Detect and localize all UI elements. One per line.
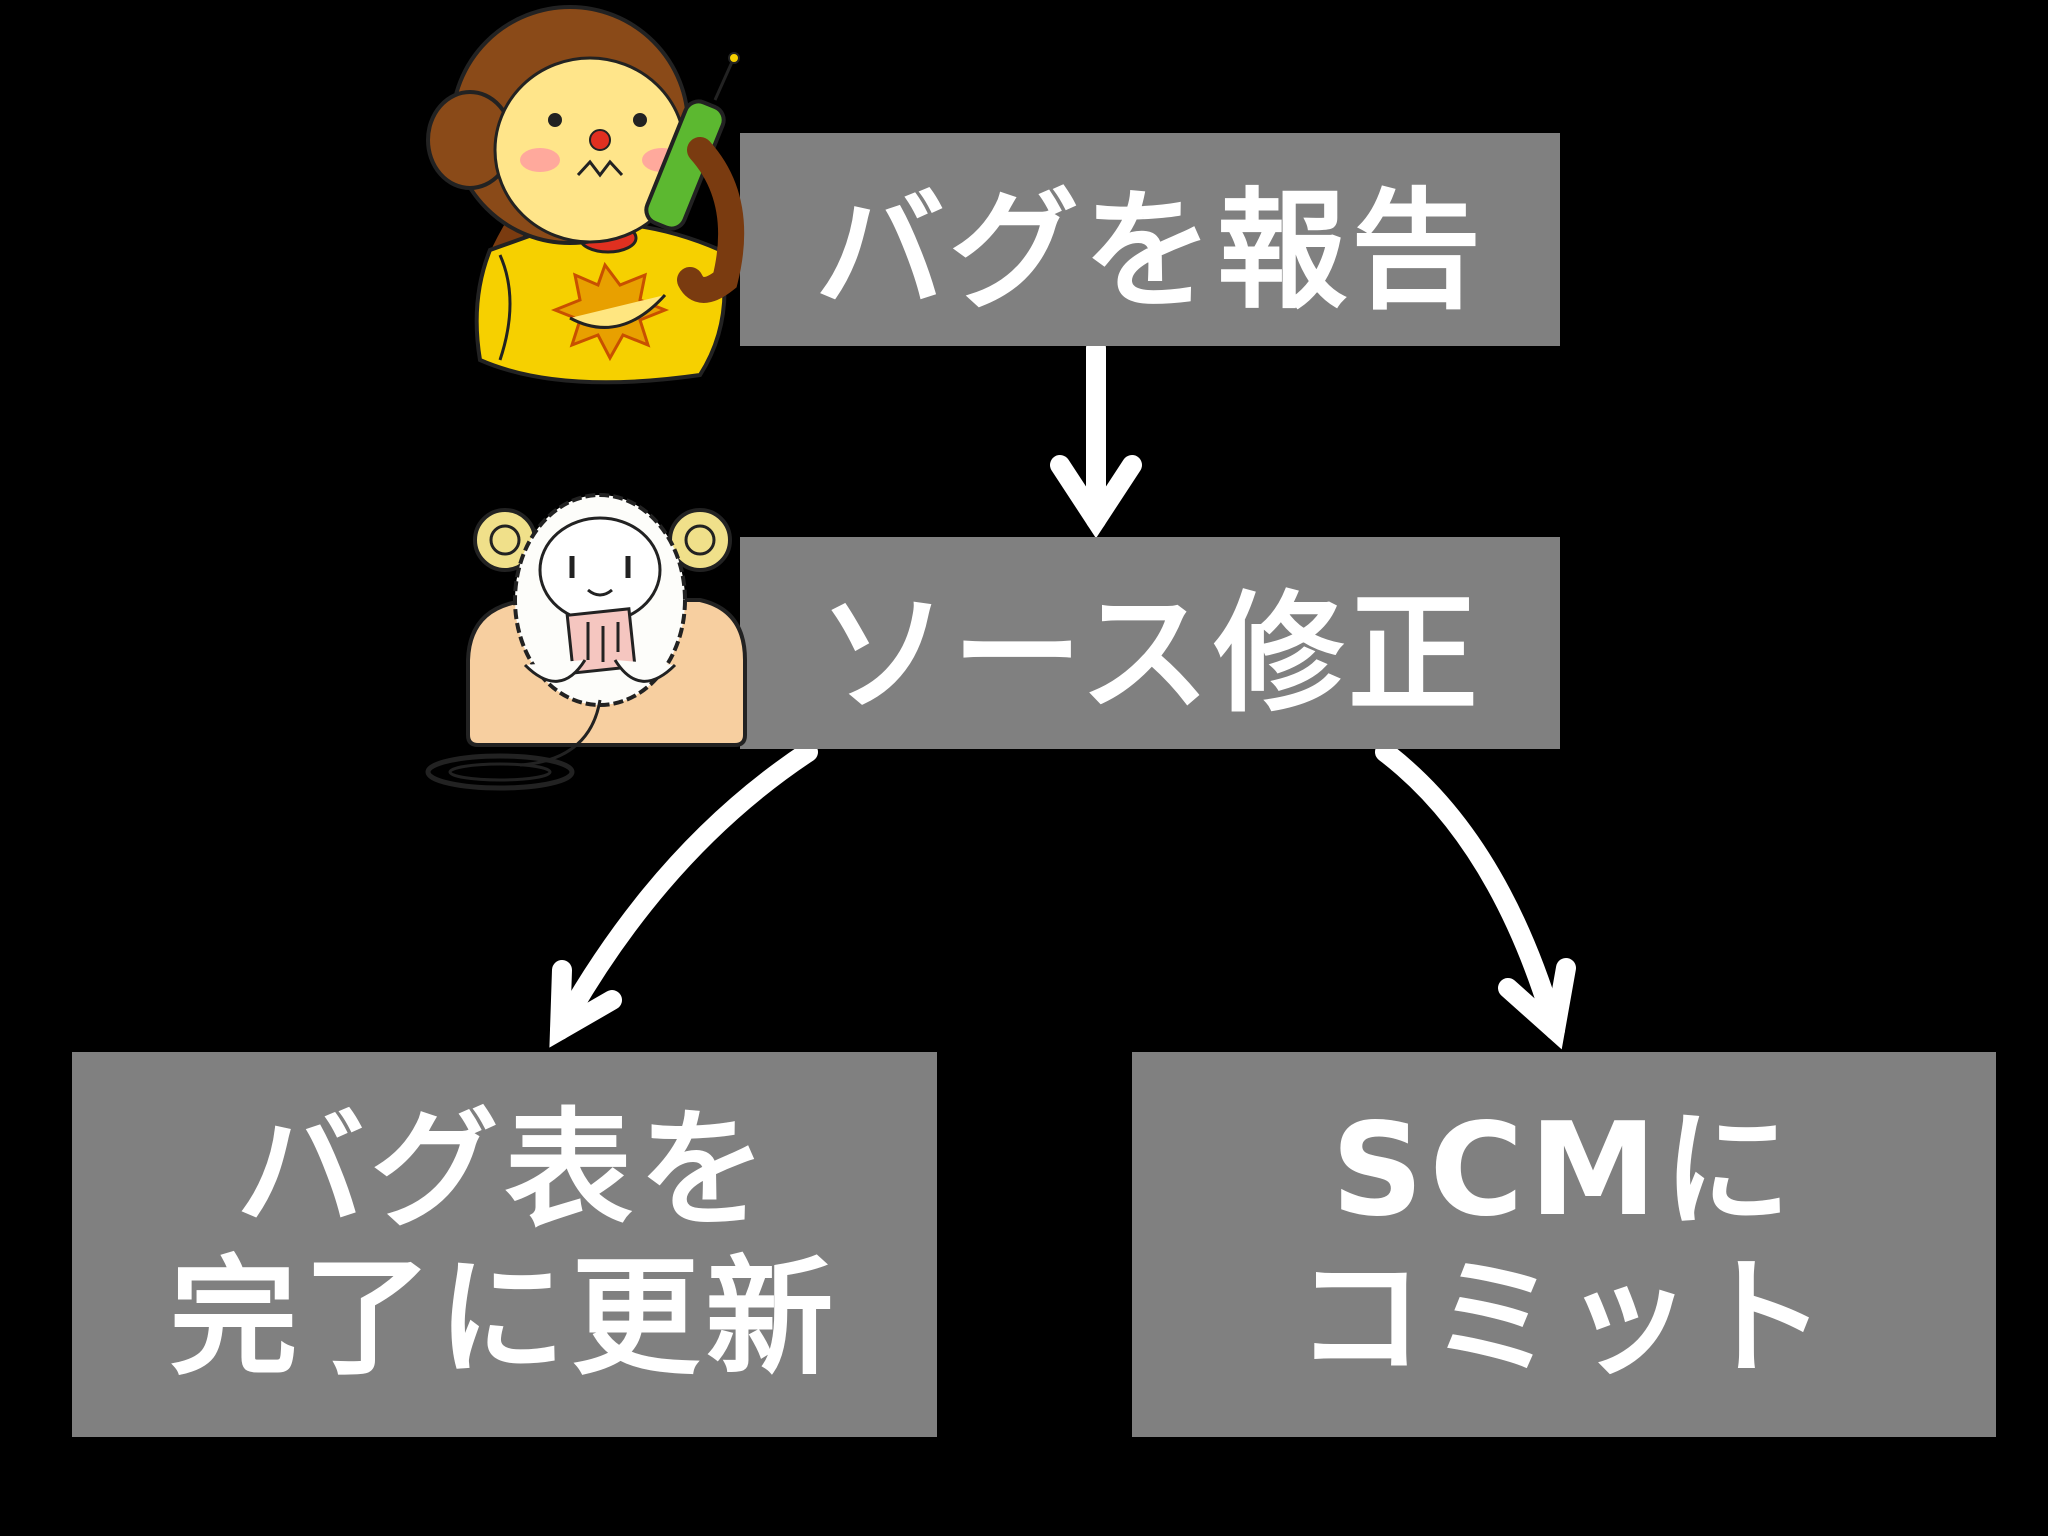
arrow-fix-to-commit — [1375, 742, 1565, 1040]
node-label-line-2: 完了に更新 — [169, 1243, 840, 1393]
node-label: バグを報告 — [814, 174, 1485, 327]
node-label-line-1: SCMに — [1331, 1095, 1797, 1245]
node-label-line-2: コミット — [1295, 1243, 1832, 1393]
arrowhead-fix-to-update — [549, 960, 622, 1048]
arrowhead-report-to-fix — [1050, 455, 1142, 539]
arrow-fix-to-update — [550, 742, 818, 1040]
sheep-icon — [425, 493, 747, 791]
arrowhead-fix-to-commit — [1498, 958, 1576, 1050]
node-label: ソース修正 — [818, 578, 1482, 730]
node-fix-source: ソース修正 — [740, 537, 1560, 749]
node-report-bug: バグを報告 — [740, 133, 1560, 346]
monkey-icon — [426, 5, 745, 385]
node-label-line-1: バグ表を — [236, 1095, 773, 1245]
node-commit-scm: SCMに コミット — [1132, 1052, 1996, 1437]
node-update-bug-table: バグ表を 完了に更新 — [72, 1052, 937, 1437]
